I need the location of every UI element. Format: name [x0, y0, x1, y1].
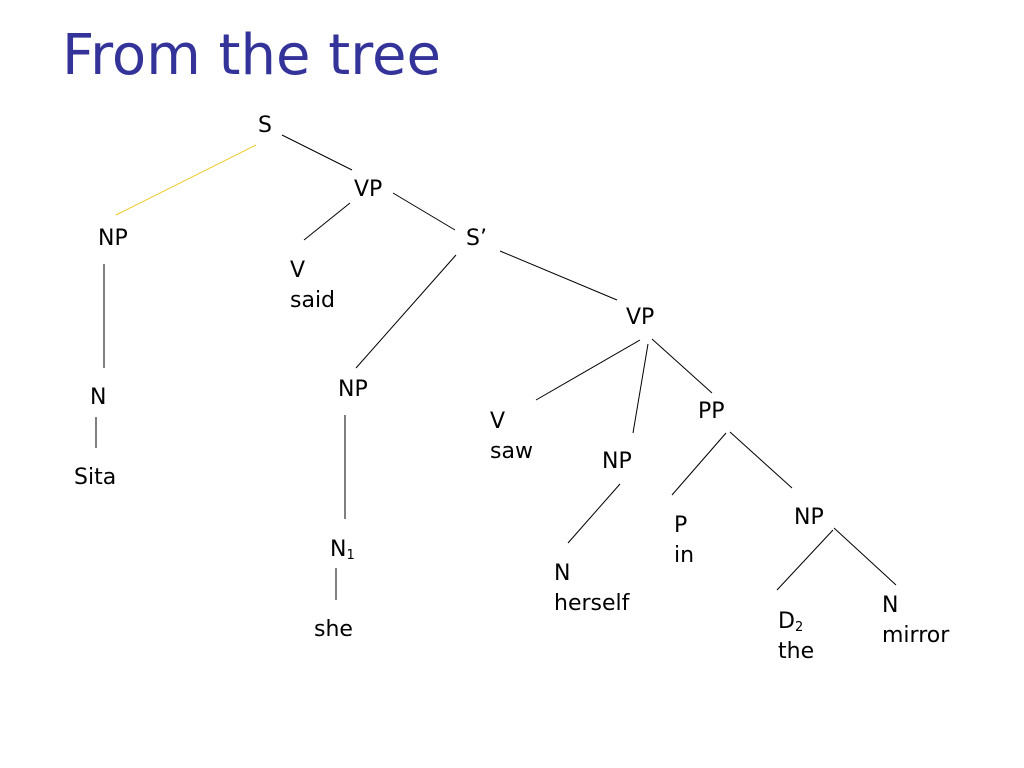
node-n-sita-category: N [90, 385, 107, 410]
edge-vp-main-to-s-prime [392, 192, 456, 231]
node-d-the-category: D2 [778, 607, 803, 637]
node-v-saw-word: saw [490, 439, 533, 464]
edge-vp-embedded-to-pp [651, 338, 713, 394]
node-n-herself-category: N [554, 561, 571, 586]
node-d-the-index: 2 [794, 620, 804, 635]
node-np-pp-object: NP [794, 505, 824, 530]
node-n-she-category: N1 [330, 535, 355, 565]
edge-vp-embedded-to-v-saw [535, 339, 641, 401]
node-p-in-category: P [674, 513, 688, 538]
node-n-she-index: 1 [346, 548, 355, 563]
edge-pp-to-np-pp-object [729, 431, 793, 489]
node-vp-main: VP [354, 177, 383, 202]
node-vp-embedded: VP [626, 305, 655, 330]
edge-s-to-vp-main [281, 134, 353, 171]
node-pp: PP [698, 399, 725, 424]
edge-np-pp-object-to-n-mirror [833, 527, 897, 586]
node-np-object: NP [602, 449, 632, 474]
edge-s-prime-to-np-embedded [355, 254, 457, 369]
node-s-prime: S’ [466, 226, 487, 251]
edge-pp-to-p-in [671, 432, 727, 496]
node-np-subject: NP [98, 226, 128, 251]
node-n-mirror-category: N [882, 593, 899, 618]
edge-vp-embedded-to-np-object [632, 343, 649, 434]
node-d-the-word: the [778, 639, 815, 664]
slide-title: From the tree [62, 23, 441, 88]
edge-s-prime-to-vp-embedded [499, 250, 618, 301]
node-n-sita-word: Sita [74, 465, 117, 490]
edge-np-pp-object-to-d-the [776, 529, 834, 591]
node-v-said-word: said [290, 288, 336, 313]
node-s-root: S [258, 113, 272, 138]
node-d-the-category-letter: D [778, 609, 795, 634]
node-n-mirror-word: mirror [882, 623, 950, 648]
node-v-saw-category: V [490, 409, 506, 434]
node-n-she-category-letter: N [330, 537, 347, 562]
node-n-herself-word: herself [554, 591, 630, 616]
edge-np-object-to-n-herself [567, 483, 621, 544]
node-p-in-word: in [674, 543, 695, 568]
edge-s-to-np-subject [115, 144, 257, 216]
node-n-she-word: she [314, 617, 353, 642]
node-v-said-category: V [290, 258, 306, 283]
node-np-embedded-subject: NP [338, 377, 368, 402]
edge-vp-main-to-v-said [303, 202, 351, 241]
